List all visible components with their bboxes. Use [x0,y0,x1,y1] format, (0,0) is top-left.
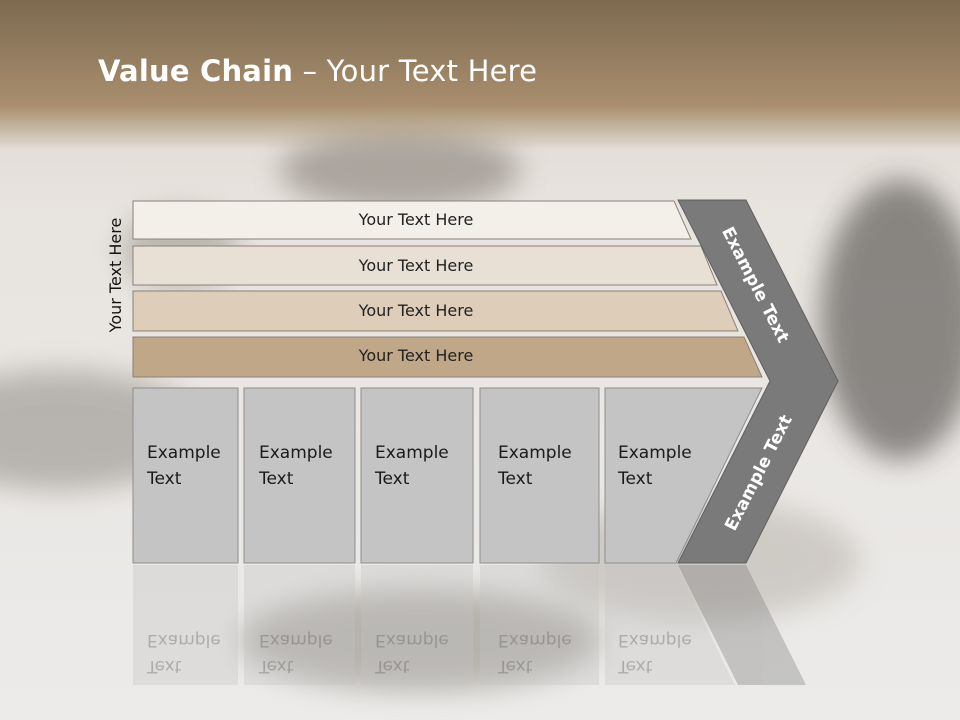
cell-1-label: Example Text [147,440,221,492]
bar-1-label: Your Text Here [358,210,474,229]
title-rest: – Your Text Here [293,54,538,88]
bar-2[interactable] [132,245,718,286]
bar-2-label: Your Text Here [358,256,474,275]
bar-3[interactable] [132,290,739,332]
chevron-arrow[interactable] [677,199,839,564]
cell-1[interactable] [132,387,239,564]
reflection [133,565,806,685]
bar-1[interactable] [132,200,692,240]
cell-4-line2: Text [498,469,533,489]
cell-4-line1: Example [498,443,572,463]
cell-3-line2: Text [375,469,410,489]
bar-3-label: Your Text Here [358,301,474,320]
cell-3[interactable] [360,387,474,564]
cell-5-line2: Text [618,469,653,489]
header-band [0,0,960,150]
cell-2-label: Example Text [259,440,333,492]
cell-5[interactable] [604,387,763,564]
cell-5-line1: Example [618,443,692,463]
cell-4-label: Example Text [498,440,572,492]
cell-1-line1: Example [147,443,221,463]
cell-3-label: Example Text [375,440,449,492]
cell-4[interactable] [479,387,600,564]
cell-2[interactable] [243,387,356,564]
cell-1-line2: Text [147,469,182,489]
bar-4-label: Your Text Here [358,346,474,365]
title-bold: Value Chain [98,54,294,88]
cell-3-line1: Example [375,443,449,463]
bar-4[interactable] [132,336,763,378]
cell-5-label: Example Text [618,440,692,492]
cell-2-line1: Example [259,443,333,463]
page-title: Value Chain – Your Text Here [98,54,537,88]
cell-2-line2: Text [259,469,294,489]
